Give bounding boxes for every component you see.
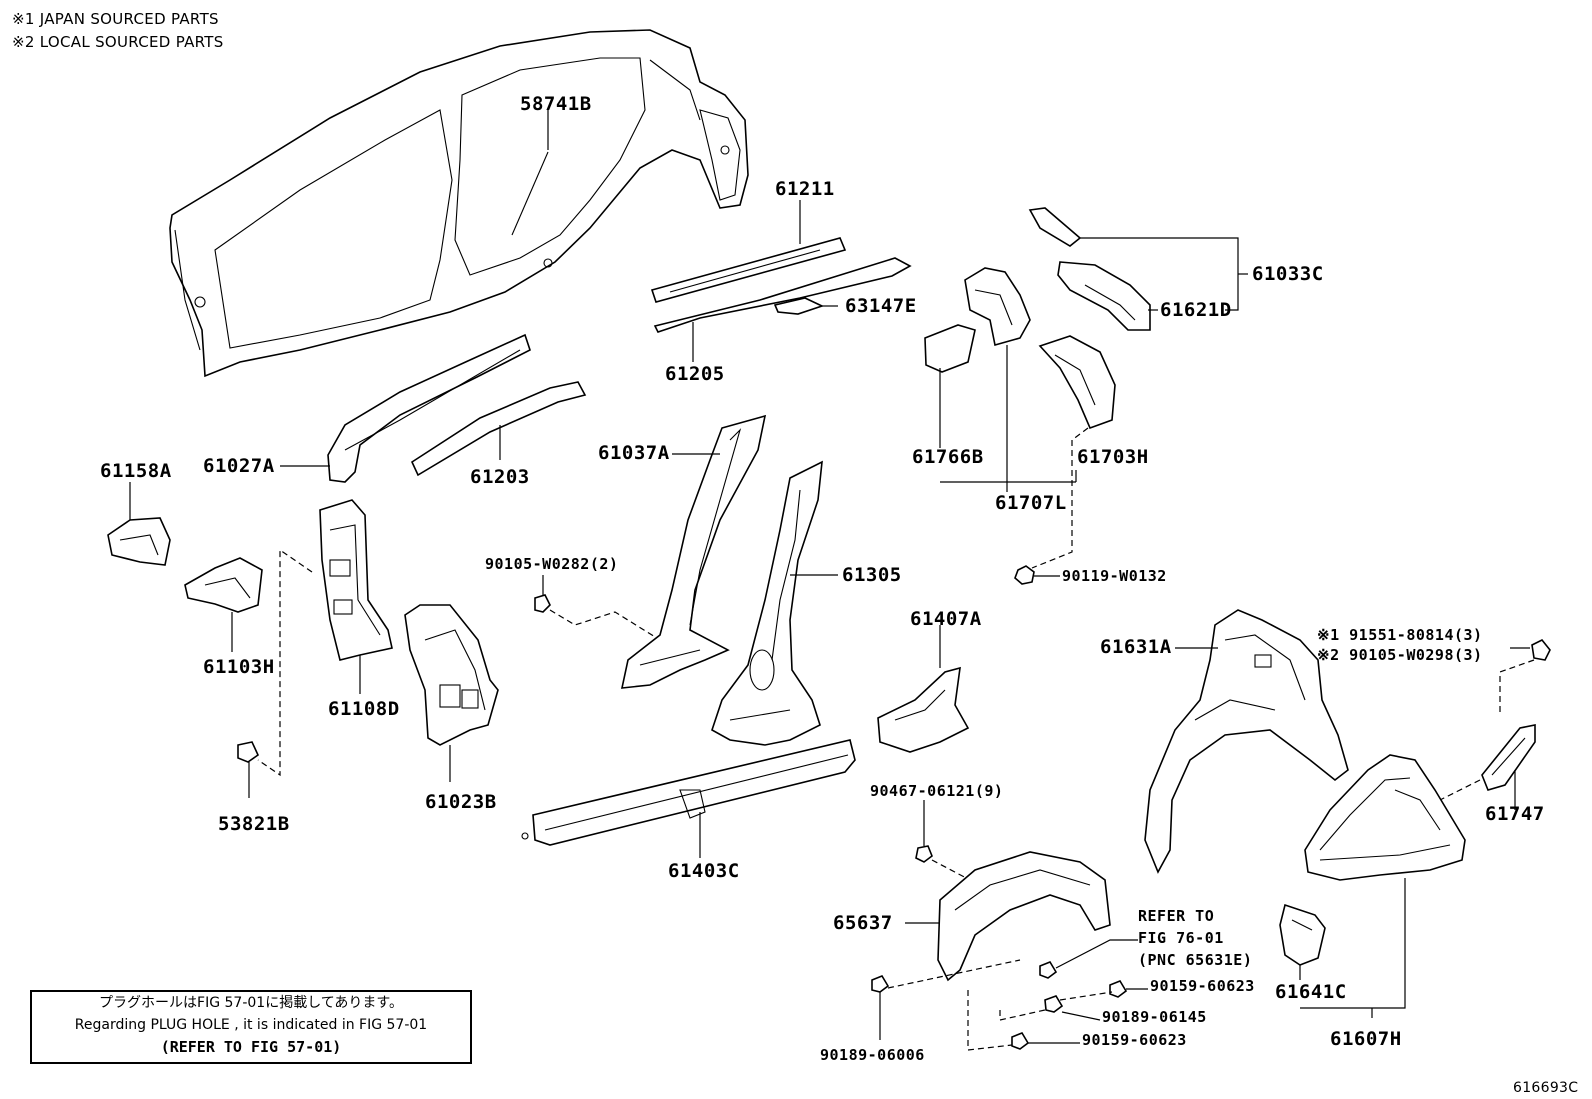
dash-90119 bbox=[1031, 427, 1089, 569]
label-61027A: 61027A bbox=[203, 455, 275, 477]
part-61158A bbox=[107, 517, 171, 566]
part-61607H bbox=[1304, 754, 1466, 881]
leader-refer bbox=[1055, 939, 1138, 969]
label-90467-06121: 90467-06121(9) bbox=[870, 782, 1004, 800]
plug-hole-note-box: プラグホールはFIG 57-01に掲載してあります。 Regarding PLU… bbox=[30, 990, 472, 1064]
part-61108D bbox=[319, 499, 393, 661]
dash-53821B bbox=[257, 548, 313, 777]
part-61023B bbox=[404, 604, 499, 746]
plug-note-refer: (REFER TO FIG 57-01) bbox=[160, 1038, 342, 1056]
label-90159-60623-a: 90159-60623 bbox=[1150, 977, 1255, 995]
label-90105-W0282: 90105-W0282(2) bbox=[485, 555, 619, 573]
label-61158A: 61158A bbox=[100, 460, 172, 482]
dash-61747 bbox=[1439, 779, 1481, 801]
side-panel-outer bbox=[169, 29, 749, 378]
part-61027A bbox=[327, 333, 531, 483]
part-53821B bbox=[237, 741, 260, 763]
part-61203 bbox=[410, 381, 587, 477]
part-61707L-upper bbox=[964, 267, 1031, 347]
dash-liner-2 bbox=[967, 990, 1013, 1051]
bolt-91551-90105 bbox=[1531, 638, 1551, 661]
label-61103H: 61103H bbox=[203, 656, 275, 678]
note-local-sourced: ※2 LOCAL SOURCED PARTS bbox=[12, 33, 224, 51]
label-refer-to: REFER TO bbox=[1138, 907, 1215, 925]
dash-90467 bbox=[931, 859, 971, 881]
part-61747 bbox=[1481, 724, 1536, 791]
label-61407A: 61407A bbox=[910, 608, 982, 630]
label-58741B: 58741B bbox=[520, 93, 592, 115]
label-61205: 61205 bbox=[665, 363, 725, 385]
part-61631A bbox=[1144, 609, 1349, 874]
label-61747: 61747 bbox=[1485, 803, 1545, 825]
fastener-ref bbox=[1039, 961, 1058, 979]
label-91551-80814: ※1 91551-80814(3) bbox=[1317, 626, 1483, 644]
label-61631A: 61631A bbox=[1100, 636, 1172, 658]
plug-note-jp: プラグホールはFIG 57-01に掲載してあります。 bbox=[99, 995, 403, 1011]
label-61403C: 61403C bbox=[668, 860, 740, 882]
part-61621D bbox=[1057, 261, 1151, 331]
dash-liner-4 bbox=[1059, 991, 1113, 1001]
part-61205 bbox=[653, 257, 912, 333]
label-61703H: 61703H bbox=[1077, 446, 1149, 468]
label-61108D: 61108D bbox=[328, 698, 400, 720]
part-63147E bbox=[773, 297, 825, 315]
label-refer-fig: FIG 76-01 bbox=[1138, 929, 1224, 947]
clip-90467-06121 bbox=[915, 845, 933, 863]
label-61033C: 61033C bbox=[1252, 263, 1324, 285]
label-90119-W0132: 90119-W0132 bbox=[1062, 567, 1167, 585]
leader-90189-b bbox=[1061, 1011, 1101, 1021]
dash-91551 bbox=[1499, 659, 1535, 715]
fastener-90159-b bbox=[1011, 1032, 1030, 1050]
label-61023B: 61023B bbox=[425, 791, 497, 813]
label-61607H: 61607H bbox=[1330, 1028, 1402, 1050]
bolt-90119-W0132 bbox=[1014, 565, 1035, 585]
fastener-90189-06006 bbox=[871, 975, 890, 993]
part-61037A bbox=[620, 414, 767, 689]
label-90105-W0298: ※2 90105-W0298(3) bbox=[1317, 646, 1483, 664]
label-61037A: 61037A bbox=[598, 442, 670, 464]
label-61203: 61203 bbox=[470, 466, 530, 488]
part-61403C bbox=[521, 739, 856, 846]
dash-liner-3 bbox=[999, 1009, 1046, 1021]
label-61211: 61211 bbox=[775, 178, 835, 200]
label-65637: 65637 bbox=[833, 912, 893, 934]
dash-90105-W0282 bbox=[549, 609, 661, 641]
part-61703H bbox=[1038, 335, 1116, 430]
part-61641C bbox=[1279, 903, 1326, 966]
label-61621D: 61621D bbox=[1160, 299, 1232, 321]
label-61766B: 61766B bbox=[912, 446, 984, 468]
label-refer-pnc: (PNC 65631E) bbox=[1138, 951, 1253, 969]
label-61641C: 61641C bbox=[1275, 981, 1347, 1003]
part-61033C-upper bbox=[1028, 207, 1082, 247]
leader-61607H bbox=[1372, 878, 1406, 1009]
label-61305: 61305 bbox=[842, 564, 902, 586]
label-63147E: 63147E bbox=[845, 295, 917, 317]
fastener-90159-a bbox=[1109, 980, 1128, 998]
plug-note-en: Regarding PLUG HOLE , it is indicated in… bbox=[74, 1017, 428, 1033]
bolt-90105-W0282 bbox=[534, 594, 551, 613]
part-61407A bbox=[877, 666, 970, 753]
label-61707L: 61707L bbox=[995, 492, 1067, 514]
part-61305 bbox=[711, 460, 823, 746]
label-90189-06145: 90189-06145 bbox=[1102, 1008, 1207, 1026]
part-61766B bbox=[924, 324, 976, 373]
label-90189-06006: 90189-06006 bbox=[820, 1046, 925, 1064]
part-65637 bbox=[937, 851, 1111, 982]
fastener-90189-b bbox=[1044, 995, 1064, 1013]
part-61211 bbox=[650, 237, 847, 303]
figure-id: 616693C bbox=[1513, 1080, 1579, 1096]
note-japan-sourced: ※1 JAPAN SOURCED PARTS bbox=[12, 10, 219, 28]
dash-liner-1 bbox=[887, 959, 1021, 989]
label-53821B: 53821B bbox=[218, 813, 290, 835]
part-61103H bbox=[184, 557, 263, 613]
label-90159-60623-b: 90159-60623 bbox=[1082, 1031, 1187, 1049]
